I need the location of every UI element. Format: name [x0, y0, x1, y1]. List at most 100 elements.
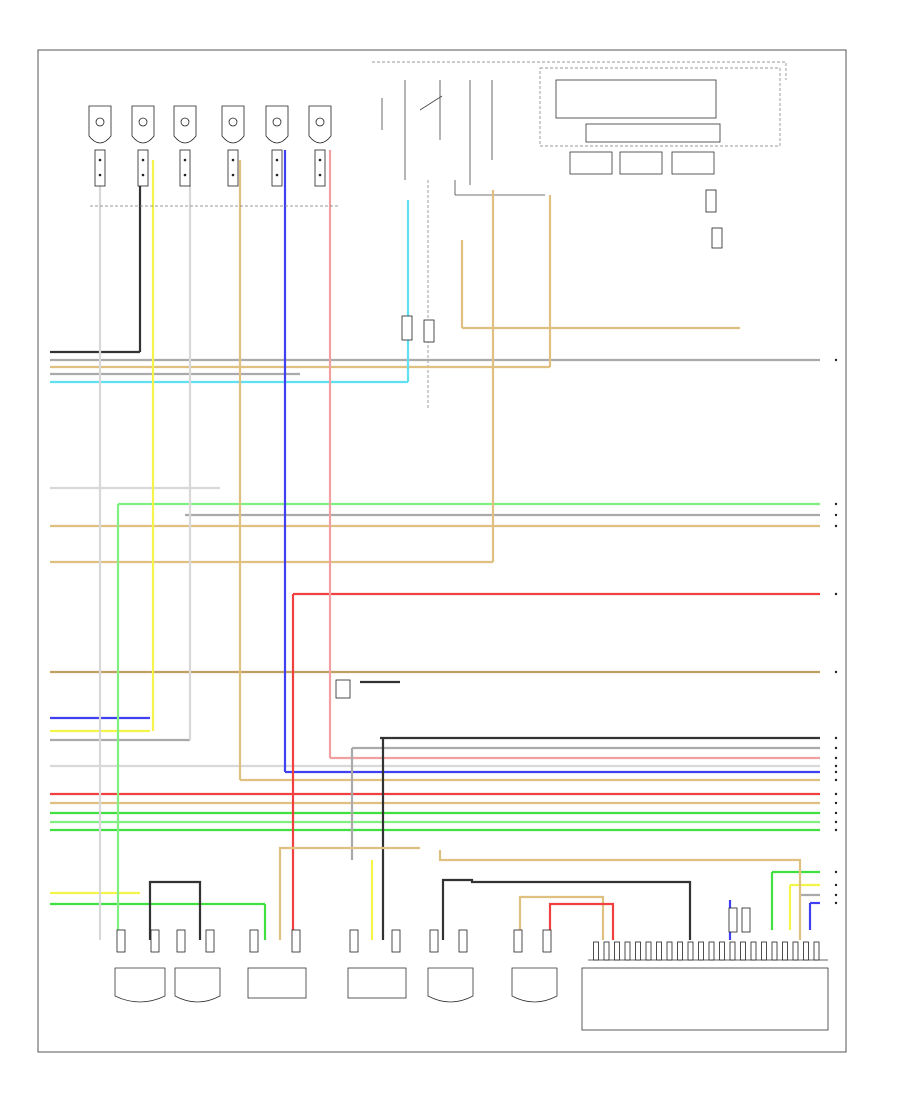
- top-sensor-pin: [141, 173, 145, 177]
- fuse-a: [569, 151, 613, 175]
- component-body: [247, 967, 307, 999]
- edge-pin-2: [834, 513, 838, 517]
- actuator-center: [347, 929, 407, 999]
- wires: [50, 150, 820, 940]
- edge-pin-11: [834, 778, 838, 782]
- inline-connector-d: [401, 315, 413, 341]
- edge-pin-18: [834, 883, 838, 887]
- top-sensor-port: [180, 117, 190, 127]
- top-sensor-port: [272, 117, 282, 127]
- actuator-left: [247, 929, 307, 999]
- ecm-pin: [645, 941, 652, 961]
- ecm-pin: [687, 941, 694, 961]
- top-sensor-pin: [183, 173, 187, 177]
- ecm-pin: [593, 941, 599, 961]
- top-sensor-pin: [98, 158, 102, 162]
- ecm-pin: [771, 941, 778, 961]
- fuse-block: [539, 67, 781, 175]
- ecm-pin: [677, 941, 683, 961]
- edge-pin-19: [834, 893, 838, 897]
- top-sensor-port: [138, 117, 148, 127]
- edge-pin-6: [834, 736, 838, 740]
- edge-pin-7: [834, 746, 838, 750]
- right-edge-pins: [834, 358, 838, 905]
- top-sensor-pin: [98, 173, 102, 177]
- top-sensors: [88, 105, 340, 207]
- edge-pin-8: [834, 756, 838, 760]
- component-connector: [429, 929, 439, 953]
- fuse-strip: [585, 123, 721, 143]
- top-sensor-connector: [314, 149, 326, 187]
- ecm-pin: [698, 941, 704, 961]
- ecm-pin: [666, 941, 673, 961]
- switch-contact: [419, 95, 443, 111]
- edge-pin-10: [834, 770, 838, 774]
- component-body: [114, 967, 166, 1003]
- inline-connector-g: [741, 907, 751, 933]
- edge-pin-17: [834, 870, 838, 874]
- top-sensor-pin: [318, 158, 322, 162]
- inline-connectors: [335, 189, 751, 933]
- ecm-pin: [635, 941, 641, 961]
- top-sensor-pin: [318, 173, 322, 177]
- component-connector: [349, 929, 359, 953]
- top-sensor-connector: [179, 149, 191, 187]
- top-sensor-pin: [231, 173, 235, 177]
- edge-pin-15: [834, 820, 838, 824]
- ecm-pin: [708, 941, 715, 961]
- ecm-pin: [750, 941, 757, 961]
- component-body: [347, 967, 407, 999]
- component-connector: [291, 929, 301, 953]
- top-sensor-connector: [94, 149, 106, 187]
- oxygen-sensor-1: [427, 929, 474, 1003]
- edge-pin-13: [834, 801, 838, 805]
- wire-path-5: [548, 902, 615, 940]
- top-sensor-0: [88, 105, 112, 187]
- top-sensor-pin: [275, 158, 279, 162]
- top-sensor-5: [308, 105, 332, 187]
- top-sensor-1: [131, 105, 155, 187]
- component-connector: [116, 929, 126, 953]
- top-sensor-connector: [137, 149, 149, 187]
- inline-connector-e: [423, 319, 435, 343]
- component-connector: [176, 929, 186, 953]
- ecm-pins: [593, 941, 820, 961]
- diagram-frame: [37, 49, 847, 1053]
- edge-pin-9: [834, 764, 838, 768]
- edge-pin-16: [834, 828, 838, 832]
- ecm-pin: [603, 941, 610, 961]
- top-sensor-pin: [141, 158, 145, 162]
- edge-pin-20: [834, 901, 838, 905]
- ecm-pin: [624, 941, 631, 961]
- edge-pin-1: [834, 502, 838, 506]
- bottom-components: [114, 929, 558, 1003]
- ecm-pin: [614, 941, 620, 961]
- component-connector: [542, 929, 552, 953]
- edge-pin-14: [834, 811, 838, 815]
- top-sensor-2: [173, 105, 197, 187]
- top-sensor-pin: [231, 158, 235, 162]
- component-connector: [391, 929, 401, 953]
- relay-switch-group: [381, 80, 545, 410]
- component-connector: [150, 929, 160, 953]
- top-sensor-port: [228, 117, 238, 127]
- inline-connector-a: [335, 679, 351, 699]
- pressure-sensor-1: [114, 929, 166, 1003]
- component-connector: [513, 929, 523, 953]
- edge-pin-4: [834, 592, 838, 596]
- inline-connector-b: [705, 189, 717, 213]
- top-sensor-pin: [183, 158, 187, 162]
- wire-path-2: [148, 880, 202, 940]
- fuse-b: [619, 151, 663, 175]
- ecm-pin: [813, 941, 820, 961]
- ecm-module: [581, 967, 829, 1031]
- component-body: [174, 967, 221, 1003]
- wire-path-3: [441, 878, 692, 940]
- top-sensor-connector: [227, 149, 239, 187]
- ecm-pin: [740, 941, 746, 961]
- ecm-pin: [761, 941, 767, 961]
- relay-box: [555, 79, 717, 119]
- edge-pin-5: [834, 670, 838, 674]
- power-distribution-outline: [372, 61, 787, 80]
